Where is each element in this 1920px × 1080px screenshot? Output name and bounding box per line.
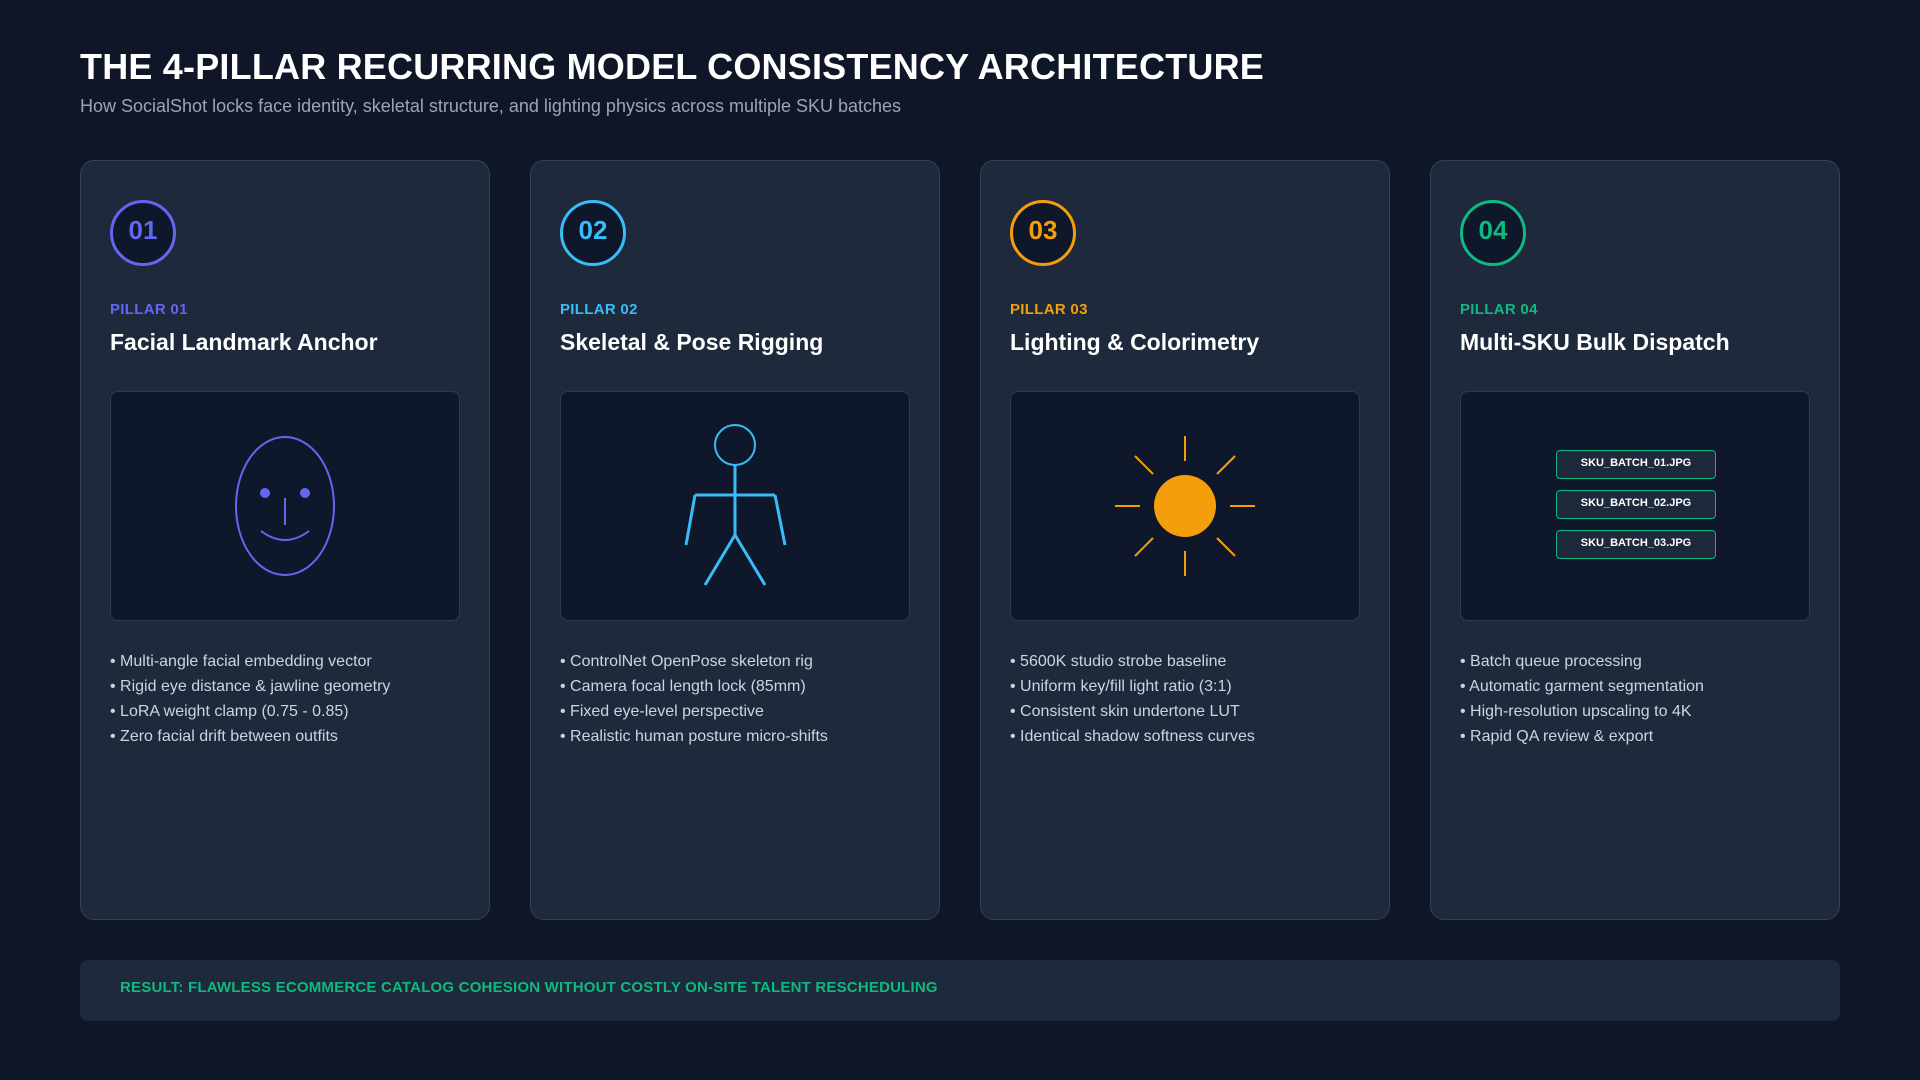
- bullet-item: • Identical shadow softness curves: [1010, 728, 1255, 745]
- pillar-label: PILLAR 01: [110, 301, 188, 318]
- pillar-title: Multi-SKU Bulk Dispatch: [1460, 329, 1730, 355]
- result-text: RESULT: FLAWLESS ECOMMERCE CATALOG COHES…: [120, 979, 938, 996]
- bullet-item: • Batch queue processing: [1460, 653, 1642, 670]
- page-subtitle: How SocialShot locks face identity, skel…: [80, 96, 902, 116]
- result-banner: RESULT: FLAWLESS ECOMMERCE CATALOG COHES…: [80, 960, 1840, 1021]
- pillar-bullet-list: • Multi-angle facial embedding vector • …: [110, 649, 390, 749]
- face-icon: [235, 436, 335, 576]
- pillar-illustration-panel: [110, 391, 460, 621]
- pillar-number-badge: 03: [1010, 200, 1076, 266]
- pillar-title: Facial Landmark Anchor: [110, 329, 378, 355]
- pillar-bullet-list: • ControlNet OpenPose skeleton rig • Cam…: [560, 649, 828, 749]
- bullet-item: • LoRA weight clamp (0.75 - 0.85): [110, 703, 349, 720]
- bullet-item: • Zero facial drift between outfits: [110, 728, 338, 745]
- pillar-bullet-list: • 5600K studio strobe baseline • Uniform…: [1010, 649, 1255, 749]
- pillar-card-03: 03 PILLAR 03 Lighting & Colorimetry • 56…: [980, 160, 1390, 920]
- sku-file-tile: SKU_BATCH_02.JPG: [1556, 490, 1716, 519]
- bullet-item: • Rapid QA review & export: [1460, 728, 1654, 745]
- page-title: THE 4-PILLAR RECURRING MODEL CONSISTENCY…: [80, 46, 1264, 87]
- stick-figure-icon: [684, 424, 787, 586]
- pillar-illustration-panel: [560, 391, 910, 621]
- pillar-label: PILLAR 04: [1460, 301, 1538, 318]
- pillar-number-badge: 04: [1460, 200, 1526, 266]
- pillar-number-badge: 02: [560, 200, 626, 266]
- pillar-card-04: 04 PILLAR 04 Multi-SKU Bulk Dispatch SKU…: [1430, 160, 1840, 920]
- bullet-item: • 5600K studio strobe baseline: [1010, 653, 1227, 670]
- pillar-label: PILLAR 02: [560, 301, 638, 318]
- bullet-item: • High-resolution upscaling to 4K: [1460, 703, 1692, 720]
- pillar-label: PILLAR 03: [1010, 301, 1088, 318]
- bullet-item: • ControlNet OpenPose skeleton rig: [560, 653, 813, 670]
- bullet-item: • Realistic human posture micro-shifts: [560, 728, 828, 745]
- pillar-number-badge: 01: [110, 200, 176, 266]
- pillar-title: Skeletal & Pose Rigging: [560, 329, 824, 355]
- bullet-item: • Fixed eye-level perspective: [560, 703, 764, 720]
- bullet-item: • Automatic garment segmentation: [1460, 678, 1704, 695]
- bullet-item: • Rigid eye distance & jawline geometry: [110, 678, 391, 695]
- pillar-card-02: 02 PILLAR 02 Skeletal & Pose Rigging • C…: [530, 160, 940, 920]
- pillar-card-01: 01 PILLAR 01 Facial Landmark Anchor • Mu…: [80, 160, 490, 920]
- bullet-item: • Multi-angle facial embedding vector: [110, 653, 372, 670]
- sku-file-tile: SKU_BATCH_01.JPG: [1556, 450, 1716, 479]
- sun-icon: [1115, 436, 1255, 576]
- bullet-item: • Uniform key/fill light ratio (3:1): [1010, 678, 1232, 695]
- pillar-illustration-panel: [1010, 391, 1360, 621]
- bullet-item: • Camera focal length lock (85mm): [560, 678, 806, 695]
- pillar-bullet-list: • Batch queue processing • Automatic gar…: [1460, 649, 1704, 749]
- pillar-title: Lighting & Colorimetry: [1010, 329, 1260, 355]
- sku-file-tile: SKU_BATCH_03.JPG: [1556, 530, 1716, 559]
- pillar-illustration-panel: SKU_BATCH_01.JPG SKU_BATCH_02.JPG SKU_BA…: [1460, 391, 1810, 621]
- bullet-item: • Consistent skin undertone LUT: [1010, 703, 1240, 720]
